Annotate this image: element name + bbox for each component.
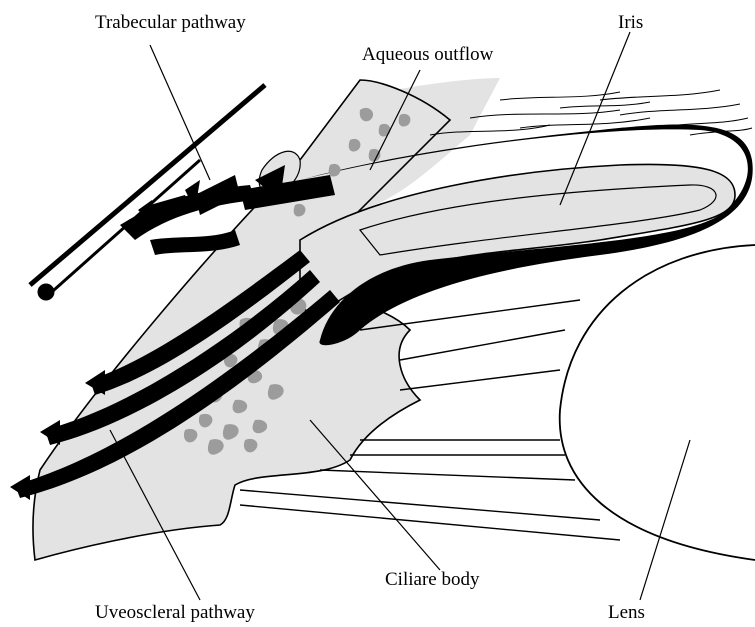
label-ciliary-body: Ciliare body bbox=[385, 569, 480, 590]
label-iris: Iris bbox=[618, 12, 643, 33]
label-uveoscleral-pathway: Uveoscleral pathway bbox=[95, 602, 255, 623]
leader-ciliary bbox=[310, 420, 440, 570]
label-trabecular-pathway: Trabecular pathway bbox=[95, 12, 246, 33]
label-lens: Lens bbox=[608, 602, 645, 623]
lens-shape bbox=[560, 245, 755, 560]
label-aqueous-outflow: Aqueous outflow bbox=[362, 44, 494, 65]
